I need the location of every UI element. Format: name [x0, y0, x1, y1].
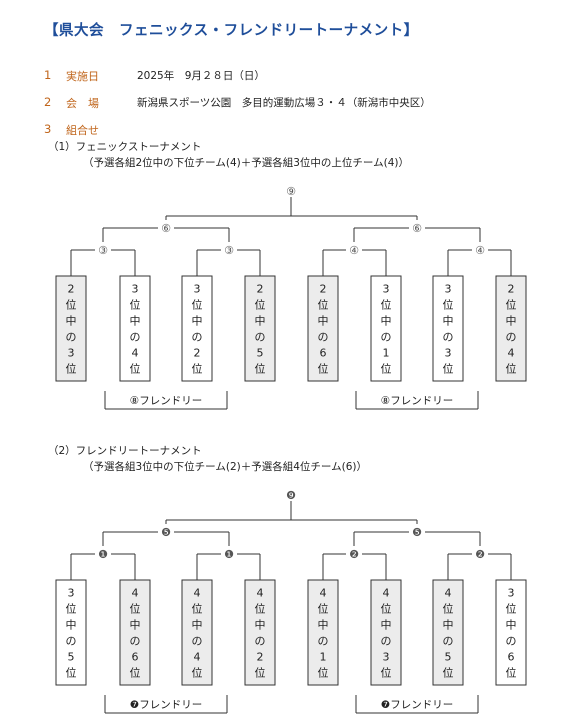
friendly-description: （予選各組3位中の下位チーム(2)＋予選各組4位チーム(6)）: [83, 461, 367, 473]
friendly-quarter-label-2: ❷: [349, 548, 359, 561]
friendly-quarter-label-1-bg: [221, 546, 237, 560]
phoenix-team-box-3: [244, 275, 276, 382]
section-2-number: 2: [44, 95, 52, 109]
phoenix-heading: （1）フェニックストーナメント: [48, 141, 202, 153]
friendly-team-box-4: [307, 579, 339, 686]
phoenix-description: （予選各組2位中の下位チーム(4)＋予選各組3位中の上位チーム(4)）: [83, 157, 409, 169]
friendly-team-box-0: [55, 579, 87, 686]
phoenix-final-label: ⑨: [286, 185, 296, 198]
phoenix-quarter-label-3: ④: [475, 244, 485, 257]
friendly-final-label: ❾: [286, 489, 296, 502]
phoenix-team-box-0: [55, 275, 87, 382]
friendly-team-box-1: [119, 579, 151, 686]
phoenix-semi-label-0: ⑥: [161, 222, 171, 235]
friendly-team-box-6: [432, 579, 464, 686]
phoenix-team-box-5: [370, 275, 402, 382]
page-title: 【県大会 フェニックス・フレンドリートーナメント】: [44, 23, 419, 39]
section-3-number: 3: [44, 122, 52, 136]
friendly-quarter-label-2-bg: [346, 546, 362, 560]
phoenix-quarter-label-1-bg: [221, 242, 237, 256]
section-2-label: 会 場: [66, 97, 99, 110]
friendly-friendly-label-0: ❼フレンドリー: [130, 699, 202, 711]
section-1-value: 2025年 9月２８日（日）: [137, 70, 265, 82]
friendly-quarter-label-3-bg: [472, 546, 488, 560]
phoenix-friendly-label-1: ⑧フレンドリー: [381, 395, 453, 407]
friendly-team-box-5: [370, 579, 402, 686]
phoenix-final-label-bg: [283, 183, 299, 197]
phoenix-team-box-4: [307, 275, 339, 382]
phoenix-semi-label-1: ⑥: [412, 222, 422, 235]
friendly-semi-label-0: ❺: [161, 526, 171, 539]
phoenix-team-box-1: [119, 275, 151, 382]
phoenix-semi-label-1-bg: [409, 220, 425, 234]
phoenix-team-box-6: [432, 275, 464, 382]
friendly-quarter-label-0-bg: [95, 546, 111, 560]
friendly-quarter-label-1: ❶: [224, 548, 234, 561]
phoenix-quarter-label-2-bg: [346, 242, 362, 256]
phoenix-quarter-label-3-bg: [472, 242, 488, 256]
friendly-team-box-3: [244, 579, 276, 686]
friendly-quarter-label-0: ❶: [98, 548, 108, 561]
section-1-label: 実施日: [66, 70, 99, 83]
phoenix-semi-label-0-bg: [158, 220, 174, 234]
friendly-quarter-label-3: ❷: [475, 548, 485, 561]
section-2-value: 新潟県スポーツ公園 多目的運動広場３・４（新潟市中央区）: [137, 97, 431, 109]
phoenix-friendly-label-0: ⑧フレンドリー: [130, 395, 202, 407]
section-1-number: 1: [44, 68, 52, 82]
friendly-team-box-7: [495, 579, 527, 686]
friendly-semi-label-1-bg: [409, 524, 425, 538]
phoenix-team-box-2: [181, 275, 213, 382]
friendly-friendly-label-1: ❼フレンドリー: [381, 699, 453, 711]
friendly-semi-label-1: ❺: [412, 526, 422, 539]
phoenix-quarter-label-2: ④: [349, 244, 359, 257]
phoenix-quarter-label-0: ③: [98, 244, 108, 257]
friendly-final-label-bg: [283, 487, 299, 501]
section-3-label: 組合せ: [66, 124, 99, 137]
phoenix-quarter-label-0-bg: [95, 242, 111, 256]
friendly-team-box-2: [181, 579, 213, 686]
friendly-semi-label-0-bg: [158, 524, 174, 538]
phoenix-team-box-7: [495, 275, 527, 382]
friendly-heading: （2）フレンドリートーナメント: [48, 445, 202, 457]
phoenix-quarter-label-1: ③: [224, 244, 234, 257]
